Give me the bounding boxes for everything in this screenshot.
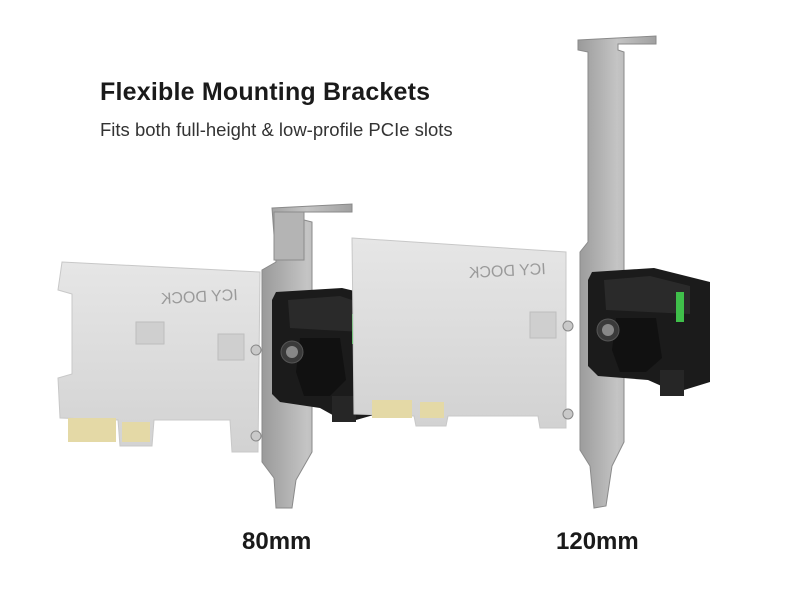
pcb-component — [217, 333, 245, 361]
drive-module-120 — [588, 268, 710, 396]
headline: Flexible Mounting Brackets — [100, 78, 431, 106]
pcb-component — [529, 311, 557, 339]
brand-text-120: ICY DOCK — [468, 261, 546, 282]
brand-text-80: ICY DOCK — [160, 287, 238, 308]
size-label-120mm: 120mm — [556, 528, 639, 555]
gold-contacts-120 — [372, 400, 444, 418]
gold-contacts-80 — [68, 418, 150, 442]
led-indicator — [676, 292, 684, 322]
bracket-screw — [250, 344, 262, 356]
bracket-screw — [562, 320, 574, 332]
pcb-board-80 — [57, 261, 261, 453]
bracket-screw — [250, 430, 262, 442]
subheadline: Fits both full-height & low-profile PCIe… — [100, 119, 453, 140]
pcb-component — [135, 321, 165, 345]
card-120mm: ICY DOCK — [351, 35, 710, 509]
bracket-screw — [562, 408, 574, 420]
card-80mm: ICY DOCK — [57, 203, 384, 509]
size-label-80mm: 80mm — [242, 528, 312, 555]
